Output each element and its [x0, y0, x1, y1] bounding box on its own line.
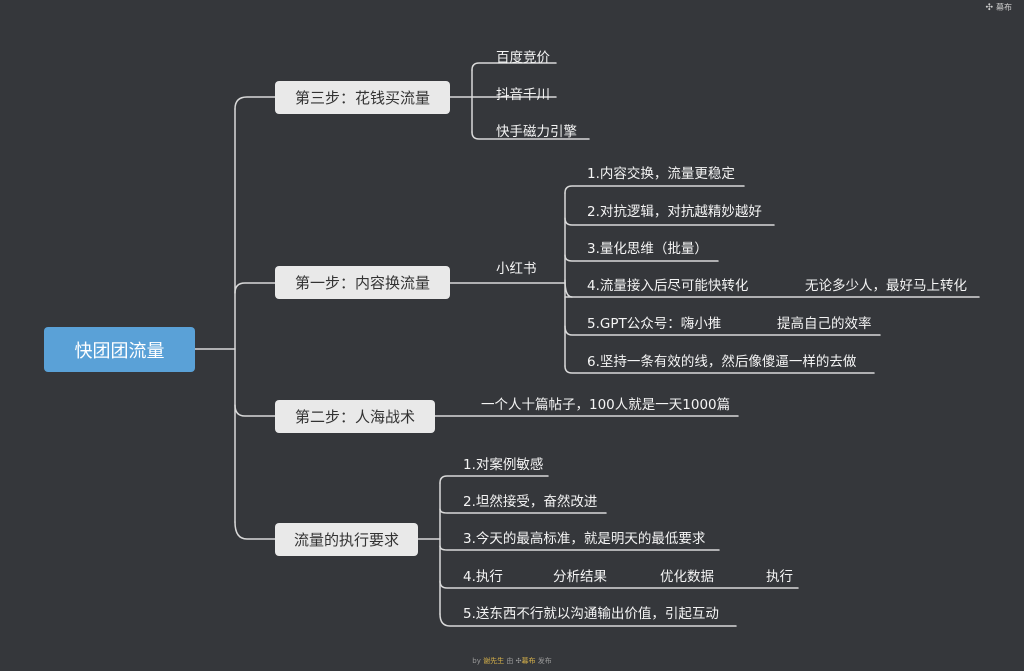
leaf-kuaishou[interactable]: 快手磁力引擎 — [496, 124, 577, 140]
step-analyze[interactable]: 分析结果 — [553, 569, 607, 585]
leaf-crowd-tactics[interactable]: 一个人十篇帖子，100人就是一天1000篇 — [481, 397, 731, 413]
step-optimize[interactable]: 优化数据 — [660, 569, 714, 585]
footer-author: 谢先生 — [483, 657, 505, 665]
mubu-logo-icon: ✣ — [985, 2, 993, 13]
sub-node-xiaohongshu[interactable]: 小红书 — [496, 261, 537, 277]
leaf-fast-convert[interactable]: 4.流量接入后尽可能快转化 — [587, 278, 749, 294]
branch-step3[interactable]: 第三步：花钱买流量 — [275, 81, 450, 114]
footer-suffix: 发布 — [537, 657, 552, 665]
root-node[interactable]: 快团团流量 — [44, 327, 195, 372]
footer-prefix: by — [472, 657, 481, 665]
leaf-standard[interactable]: 3.今天的最高标准，就是明天的最低要求 — [463, 531, 706, 547]
step-execute[interactable]: 执行 — [766, 569, 793, 585]
leaf-quantify[interactable]: 3.量化思维（批量） — [587, 241, 708, 257]
leaf-baidu[interactable]: 百度竞价 — [496, 50, 550, 66]
footer-credit: by 谢先生 由 ✣幕布 发布 — [0, 656, 1024, 666]
leaf-persist[interactable]: 6.坚持一条有效的线，然后像傻逼一样的去做 — [587, 354, 857, 370]
branch-step1[interactable]: 第一步：内容换流量 — [275, 266, 450, 299]
branch-step2[interactable]: 第二步：人海战术 — [275, 400, 435, 433]
leaf-gift-communicate[interactable]: 5.送东西不行就以沟通输出价值，引起互动 — [463, 606, 719, 622]
brand-badge: ✣ 幕布 — [985, 2, 1012, 13]
leaf-execute[interactable]: 4.执行 — [463, 569, 503, 585]
note-gpt-account[interactable]: 提高自己的效率 — [777, 316, 872, 332]
leaf-confront-logic[interactable]: 2.对抗逻辑，对抗越精妙越好 — [587, 204, 762, 220]
note-fast-convert[interactable]: 无论多少人，最好马上转化 — [805, 278, 967, 294]
leaf-case-sensitive[interactable]: 1.对案例敏感 — [463, 457, 544, 473]
footer-logo-icon: ✣ — [515, 657, 522, 665]
leaf-gpt-account[interactable]: 5.GPT公众号：嗨小推 — [587, 316, 722, 332]
leaf-accept-improve[interactable]: 2.坦然接受，奋然改进 — [463, 494, 598, 510]
brand-label: 幕布 — [996, 3, 1012, 12]
footer-app: 幕布 — [521, 657, 536, 665]
leaf-douyin[interactable]: 抖音千川 — [496, 87, 550, 103]
footer-middle: 由 — [506, 657, 514, 665]
leaf-content-exchange[interactable]: 1.内容交换，流量更稳定 — [587, 166, 735, 182]
branch-execution[interactable]: 流量的执行要求 — [275, 523, 418, 556]
